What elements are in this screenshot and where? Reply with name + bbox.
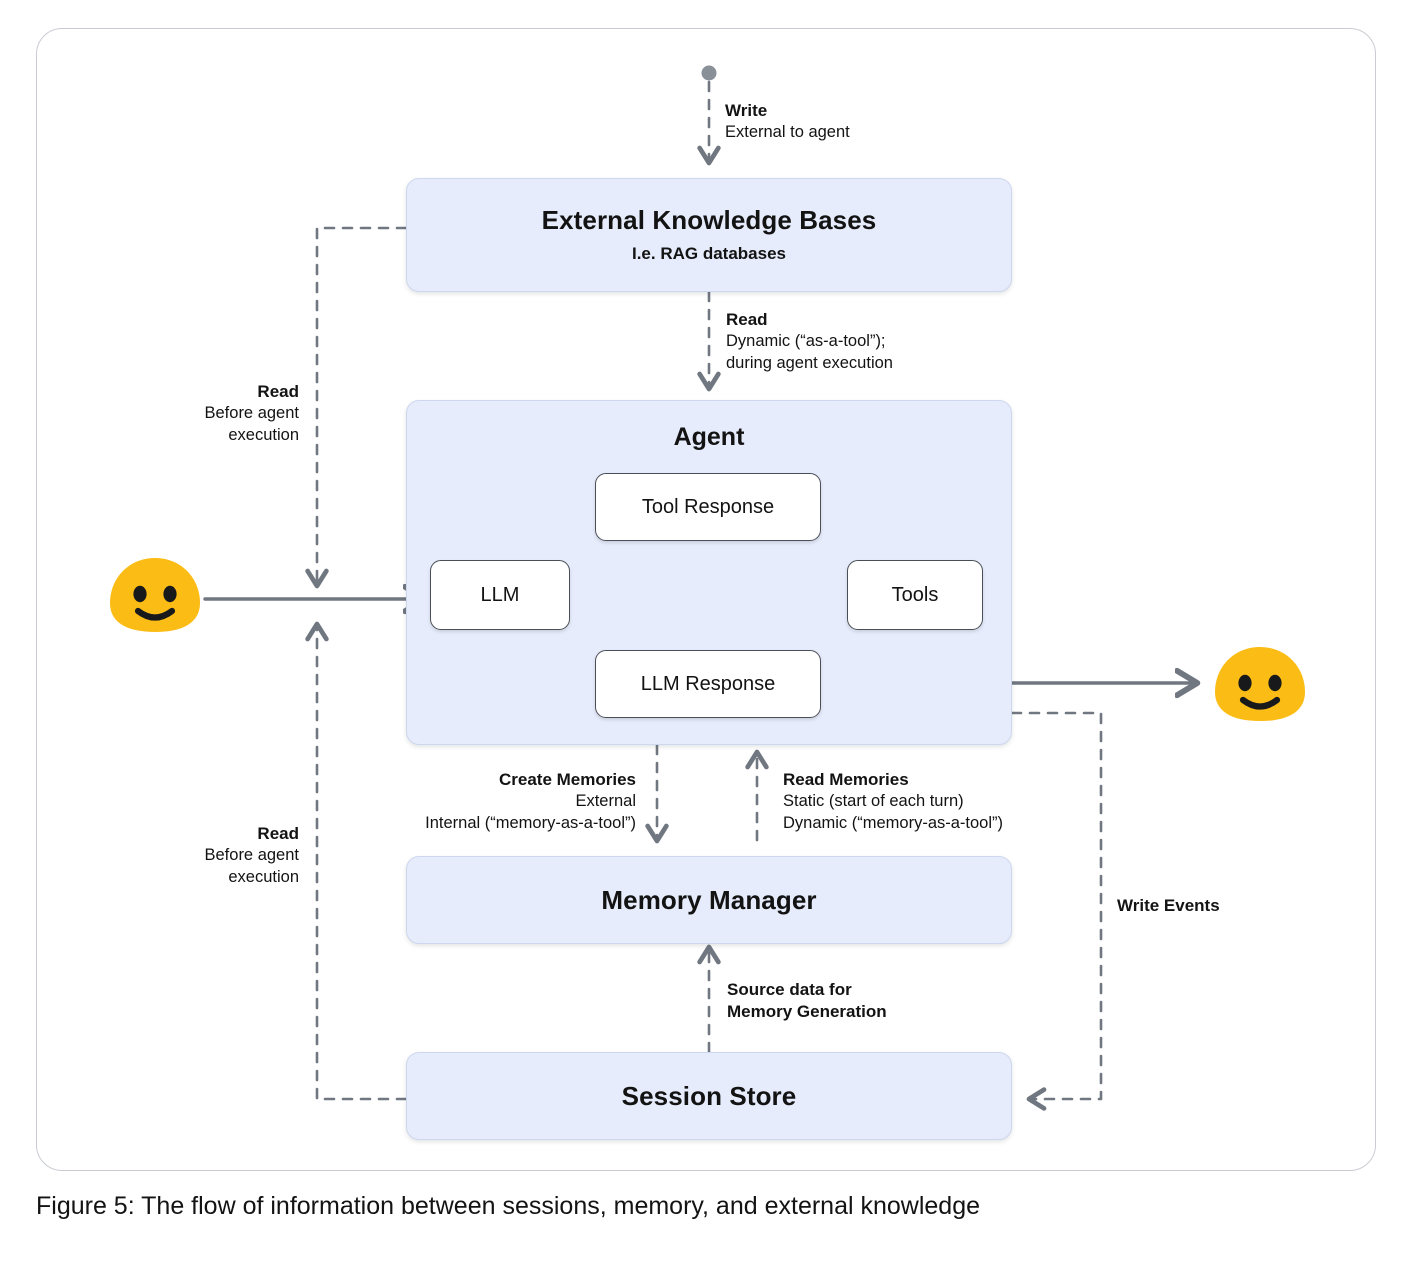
node-llm-response[interactable]: LLM Response: [595, 650, 821, 718]
block-session-store[interactable]: Session Store: [406, 1052, 1012, 1140]
label-read-before-execution-bottom: Read Before agent execution: [156, 823, 300, 888]
label-read-kb-line1: Dynamic (“as-a-tool”);: [726, 332, 886, 351]
label-read-top-line2: execution: [228, 425, 299, 444]
label-read-top-line1: Before agent: [204, 404, 300, 423]
label-read-before-execution-top: Read Before agent execution: [156, 381, 300, 446]
user-face-left-icon: [108, 556, 202, 634]
label-read-bottom-title: Read: [257, 824, 299, 843]
label-create-memories-title: Create Memories: [498, 770, 636, 789]
label-read-top-title: Read: [257, 382, 299, 401]
label-write-external: Write External to agent: [725, 100, 850, 144]
label-create-memories-line2: Internal (“memory-as-a-tool”): [425, 813, 636, 832]
label-write-external-title: Write: [725, 101, 768, 120]
user-face-right-icon: [1213, 645, 1307, 723]
label-source-data-line2: Memory Generation: [727, 1002, 887, 1022]
label-read-memories-line1: Static (start of each turn): [783, 792, 964, 811]
node-llm[interactable]: LLM: [430, 560, 570, 630]
label-write-events-title: Write Events: [1117, 896, 1220, 915]
figure-caption: Figure 5: The flow of information betwee…: [36, 1192, 981, 1220]
node-llm-label: LLM: [480, 583, 520, 606]
knowledge-bases-title: External Knowledge Bases: [541, 205, 877, 236]
block-external-knowledge-bases[interactable]: External Knowledge Bases I.e. RAG databa…: [406, 178, 1012, 292]
label-write-external-detail: External to agent: [725, 123, 850, 142]
label-read-bottom-line2: execution: [228, 867, 299, 886]
label-read-knowledge-base: Read Dynamic (“as-a-tool”); during agent…: [726, 309, 893, 374]
label-read-memories-title: Read Memories: [783, 770, 909, 789]
label-read-memories-line2: Dynamic (“memory-as-a-tool”): [783, 813, 1004, 832]
node-tool-response-label: Tool Response: [641, 495, 775, 518]
label-write-events: Write Events: [1117, 895, 1220, 917]
label-create-memories: Create Memories External Internal (“memo…: [404, 769, 636, 834]
session-store-title: Session Store: [621, 1080, 797, 1111]
label-read-kb-line2: during agent execution: [726, 353, 893, 372]
label-read-kb-title: Read: [726, 310, 768, 329]
label-create-memories-line1: External: [575, 792, 636, 811]
node-llm-response-label: LLM Response: [640, 672, 776, 695]
label-read-bottom-line1: Before agent: [204, 846, 300, 865]
knowledge-bases-subtitle: I.e. RAG databases: [631, 243, 786, 263]
block-memory-manager[interactable]: Memory Manager: [406, 856, 1012, 944]
label-source-data-line1: Source data for: [727, 980, 852, 999]
node-tool-response[interactable]: Tool Response: [595, 473, 821, 541]
agent-title: Agent: [673, 423, 745, 451]
node-tools[interactable]: Tools: [847, 560, 983, 630]
label-read-memories: Read Memories Static (start of each turn…: [783, 769, 1043, 834]
label-source-data: Source data for Memory Generation: [727, 979, 887, 1023]
memory-manager-title: Memory Manager: [601, 884, 817, 915]
node-tools-label: Tools: [891, 583, 939, 606]
